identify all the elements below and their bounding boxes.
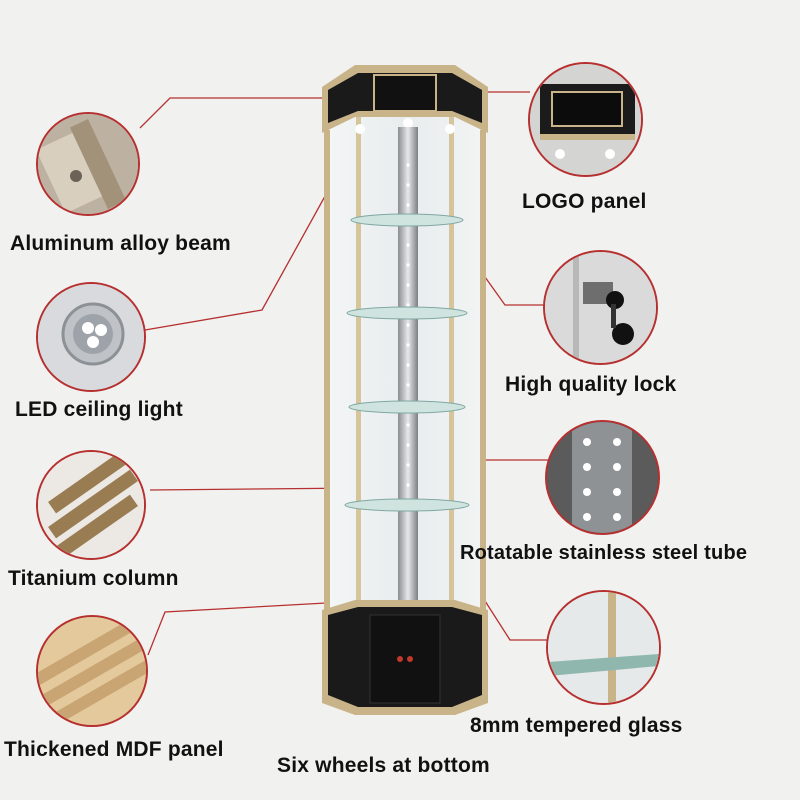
mdf-panel-photo [36, 615, 148, 727]
line-mdf-panel [147, 600, 363, 656]
led-light-photo [36, 282, 146, 392]
label-mdf-panel: Thickened MDF panel [4, 738, 224, 761]
line-aluminum-beam [139, 97, 330, 129]
label-tempered-glass: 8mm tempered glass [470, 714, 683, 737]
steel-tube-photo [545, 420, 660, 535]
display-cabinet [322, 65, 488, 715]
tempered-glass-photo [546, 590, 661, 705]
label-logo-panel: LOGO panel [522, 190, 647, 213]
lock-photo [543, 250, 658, 365]
aluminum-beam-photo [36, 112, 140, 216]
label-titanium-column: Titanium column [8, 567, 179, 590]
label-led-light: LED ceiling light [15, 398, 183, 421]
titanium-column-photo [36, 450, 146, 560]
label-lock: High quality lock [505, 373, 677, 396]
label-six-wheels: Six wheels at bottom [277, 754, 490, 777]
label-steel-tube: Rotatable stainless steel tube [460, 542, 748, 564]
label-aluminum-beam: Aluminum alloy beam [10, 232, 231, 255]
logo-panel-photo [528, 62, 643, 177]
